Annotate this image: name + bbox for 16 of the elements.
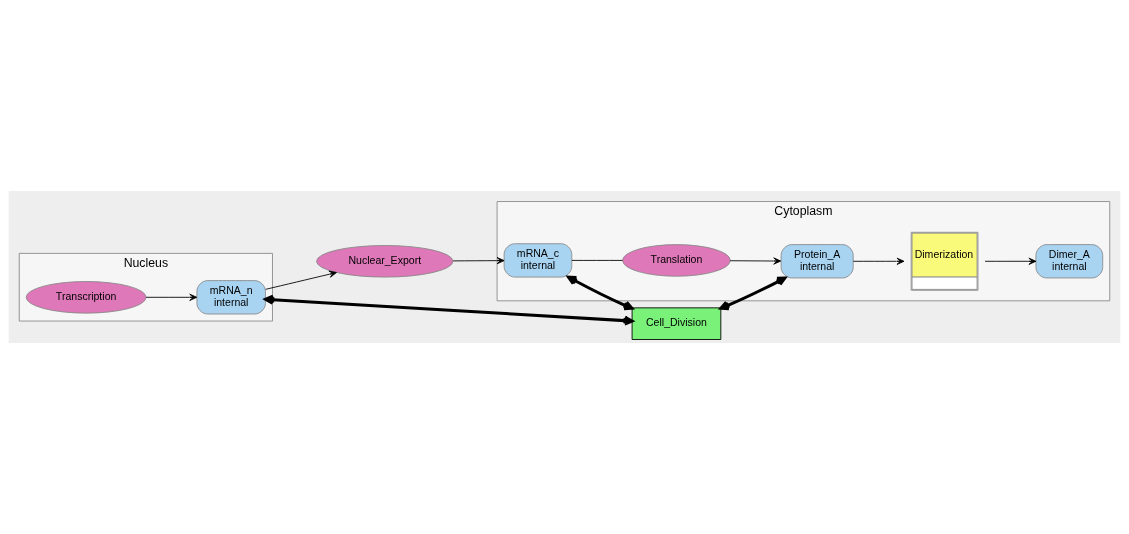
arrow <box>264 294 634 326</box>
node-ellipse: Transcription <box>25 281 147 314</box>
node-box: Dimer_A internal <box>1035 244 1104 279</box>
arrow <box>729 257 782 265</box>
node-box: mRNA_c internal <box>503 243 573 278</box>
arrow <box>567 275 634 311</box>
node-ellipse: Translation <box>622 244 731 277</box>
node-box: Cell_Division <box>631 307 722 340</box>
node-box: mRNA_n internal <box>196 280 266 315</box>
arrow <box>452 257 505 265</box>
arrow <box>852 257 905 265</box>
connector <box>571 259 623 261</box>
node-box: Protein_A internal <box>780 244 854 279</box>
arrow <box>984 257 1037 265</box>
arrow <box>145 293 198 301</box>
arrow <box>265 270 337 290</box>
